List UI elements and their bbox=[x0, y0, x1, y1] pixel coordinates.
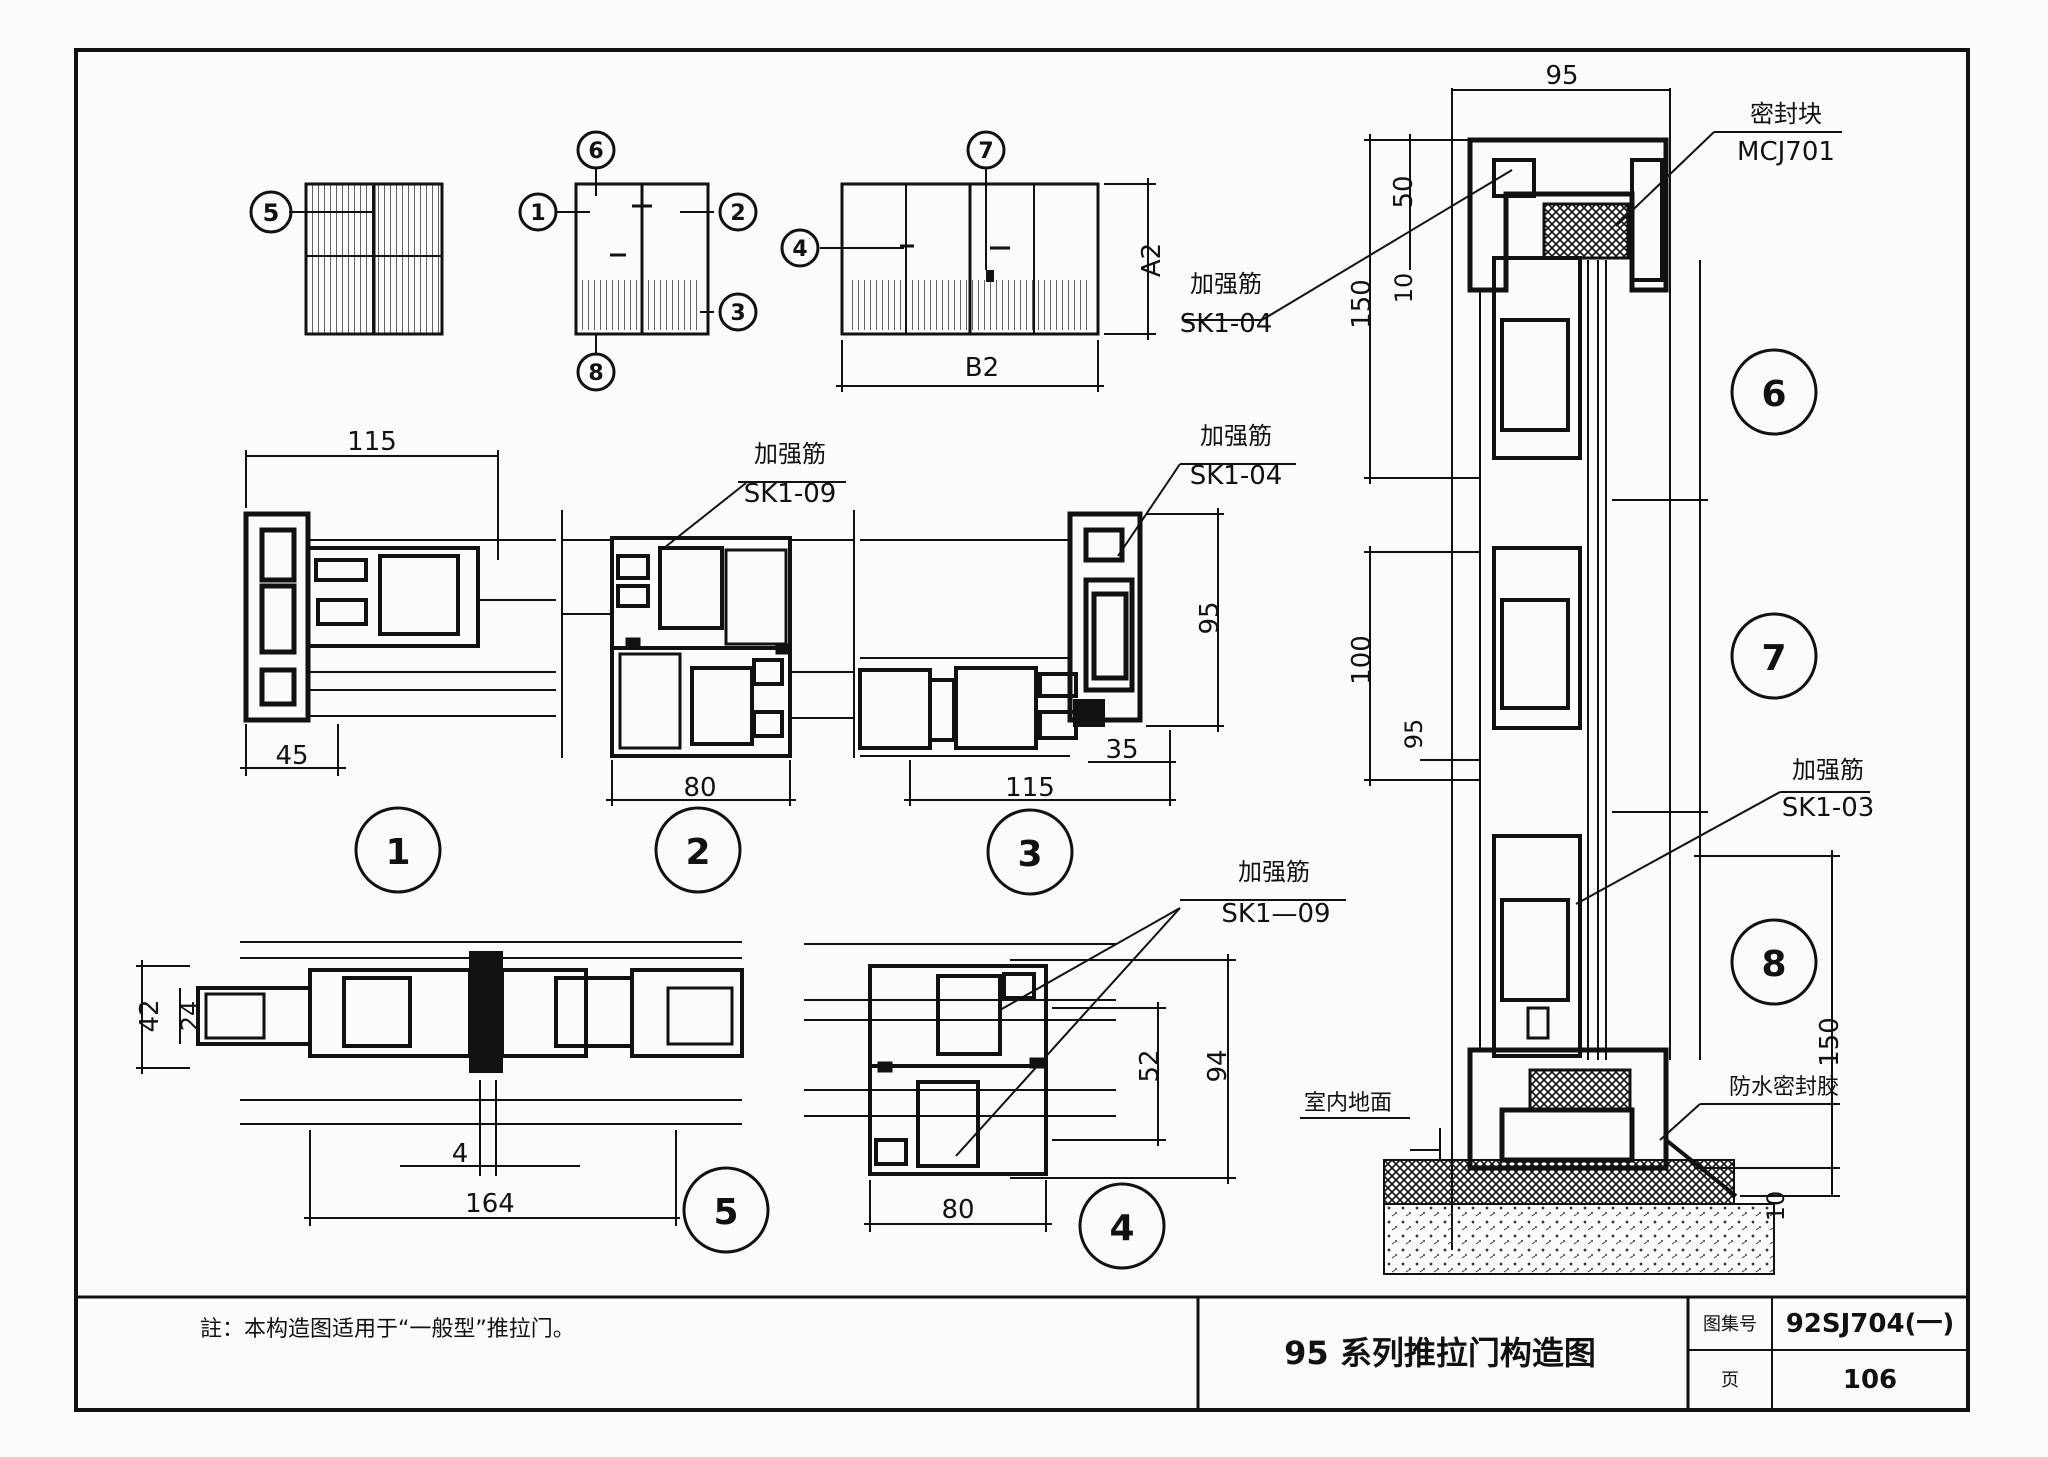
callout-2-large: 2 bbox=[654, 806, 742, 894]
label-sk104-s3: SK1-04 bbox=[1190, 461, 1283, 491]
dim-10-bot: 10 bbox=[1762, 1191, 1790, 1222]
page-number: 106 bbox=[1843, 1365, 1897, 1395]
callout-1-small: 1 bbox=[518, 192, 558, 232]
dim-80-s2: 80 bbox=[683, 773, 716, 803]
callout-leaders bbox=[289, 168, 987, 354]
label-a2: A2 bbox=[1137, 243, 1167, 277]
dim-95-top: 95 bbox=[1545, 61, 1578, 91]
callout-8-large: 8 bbox=[1730, 918, 1818, 1006]
svg-text:3: 3 bbox=[730, 301, 745, 326]
callout-6-large: 6 bbox=[1730, 348, 1818, 436]
dim-80-s4: 80 bbox=[941, 1195, 974, 1225]
callout-4-small: 4 bbox=[780, 228, 820, 268]
dim-100: 100 bbox=[1347, 635, 1377, 685]
section-1-profile bbox=[240, 450, 556, 776]
svg-text:2: 2 bbox=[730, 201, 745, 226]
dim-35: 35 bbox=[1105, 735, 1138, 765]
vertical-section-profile bbox=[1364, 88, 1840, 1275]
label-sk109-s2: SK1-09 bbox=[744, 479, 837, 509]
section-3-profile bbox=[858, 508, 1224, 806]
callout-3-large: 3 bbox=[986, 808, 1074, 896]
label-rib-bottom: 加强筋 bbox=[1792, 756, 1864, 784]
dim-10: 10 bbox=[1390, 273, 1418, 304]
drawing-title: 95 系列推拉门构造图 bbox=[1284, 1334, 1596, 1372]
dim-164: 164 bbox=[465, 1189, 515, 1219]
callout-5: 5 bbox=[249, 190, 293, 234]
callout-7-large: 7 bbox=[1730, 612, 1818, 700]
label-rib-s3: 加强筋 bbox=[1200, 422, 1272, 450]
svg-text:6: 6 bbox=[1761, 374, 1786, 415]
dim-24: 24 bbox=[176, 1001, 204, 1032]
svg-text:7: 7 bbox=[978, 139, 993, 164]
elevation-fixed-door bbox=[304, 182, 444, 336]
label-seal-block: 密封块 bbox=[1750, 100, 1822, 128]
atlas-number-label: 图集号 bbox=[1703, 1314, 1757, 1335]
svg-text:4: 4 bbox=[792, 237, 807, 262]
label-rib-s4: 加强筋 bbox=[1238, 858, 1310, 886]
elevation-four-leaf-door bbox=[840, 182, 1100, 336]
svg-text:6: 6 bbox=[588, 139, 603, 164]
callout-6-small: 6 bbox=[576, 130, 616, 170]
drawing-frame bbox=[74, 48, 1970, 1412]
svg-text:2: 2 bbox=[685, 832, 710, 873]
page-label: 页 bbox=[1721, 1370, 1739, 1391]
svg-text:5: 5 bbox=[263, 199, 280, 227]
dim-50: 50 bbox=[1389, 175, 1419, 208]
dim-52: 52 bbox=[1135, 1049, 1165, 1082]
svg-text:5: 5 bbox=[713, 1192, 738, 1233]
elevation-dimensions bbox=[836, 178, 1156, 392]
label-b2: B2 bbox=[965, 353, 999, 383]
callout-7-small: 7 bbox=[966, 130, 1006, 170]
label-leaders bbox=[663, 131, 1870, 1157]
callout-3-small: 3 bbox=[718, 292, 758, 332]
svg-text:8: 8 bbox=[1761, 944, 1786, 985]
dim-150-bot: 150 bbox=[1815, 1017, 1845, 1067]
label-sk104-top: SK1-04 bbox=[1180, 309, 1273, 339]
svg-text:8: 8 bbox=[588, 361, 603, 386]
dim-94: 94 bbox=[1203, 1049, 1233, 1082]
break-lines bbox=[561, 499, 1708, 813]
dim-95-s3: 95 bbox=[1195, 601, 1225, 634]
atlas-number: 92SJ704(一) bbox=[1786, 1309, 1955, 1339]
label-indoor-floor: 室内地面 bbox=[1304, 1091, 1392, 1116]
dim-42: 42 bbox=[135, 999, 165, 1032]
label-waterproof-sealant: 防水密封胶 bbox=[1729, 1075, 1839, 1100]
svg-text:4: 4 bbox=[1109, 1208, 1134, 1249]
section-4-profile bbox=[804, 943, 1236, 1232]
label-sk103: SK1-03 bbox=[1782, 793, 1875, 823]
section-2-profile bbox=[562, 536, 854, 806]
callout-1-large: 1 bbox=[354, 806, 442, 894]
callout-2-small: 2 bbox=[718, 192, 758, 232]
section-5-profile bbox=[136, 941, 744, 1226]
callout-5-large: 5 bbox=[682, 1166, 770, 1254]
callout-4-large: 4 bbox=[1078, 1182, 1166, 1270]
svg-text:1: 1 bbox=[530, 201, 545, 226]
dim-115-s3: 115 bbox=[1005, 773, 1055, 803]
label-mcj701: MCJ701 bbox=[1737, 137, 1835, 167]
dim-95-mid: 95 bbox=[1400, 719, 1428, 750]
dim-150-top: 150 bbox=[1347, 279, 1377, 329]
dim-115-top: 115 bbox=[347, 427, 397, 457]
label-rib-top: 加强筋 bbox=[1190, 270, 1262, 298]
dim-4: 4 bbox=[452, 1139, 469, 1169]
svg-text:3: 3 bbox=[1017, 834, 1042, 875]
label-sk109-s4: SK1—09 bbox=[1221, 899, 1330, 929]
label-rib-s2: 加强筋 bbox=[754, 440, 826, 468]
drawing-note: 註：本构造图适用于“一般型”推拉门。 bbox=[200, 1317, 575, 1342]
dim-45: 45 bbox=[275, 741, 308, 771]
svg-text:1: 1 bbox=[385, 832, 410, 873]
elevation-two-leaf-door bbox=[574, 182, 710, 336]
svg-text:7: 7 bbox=[1761, 638, 1786, 679]
callout-8-small: 8 bbox=[576, 352, 616, 392]
